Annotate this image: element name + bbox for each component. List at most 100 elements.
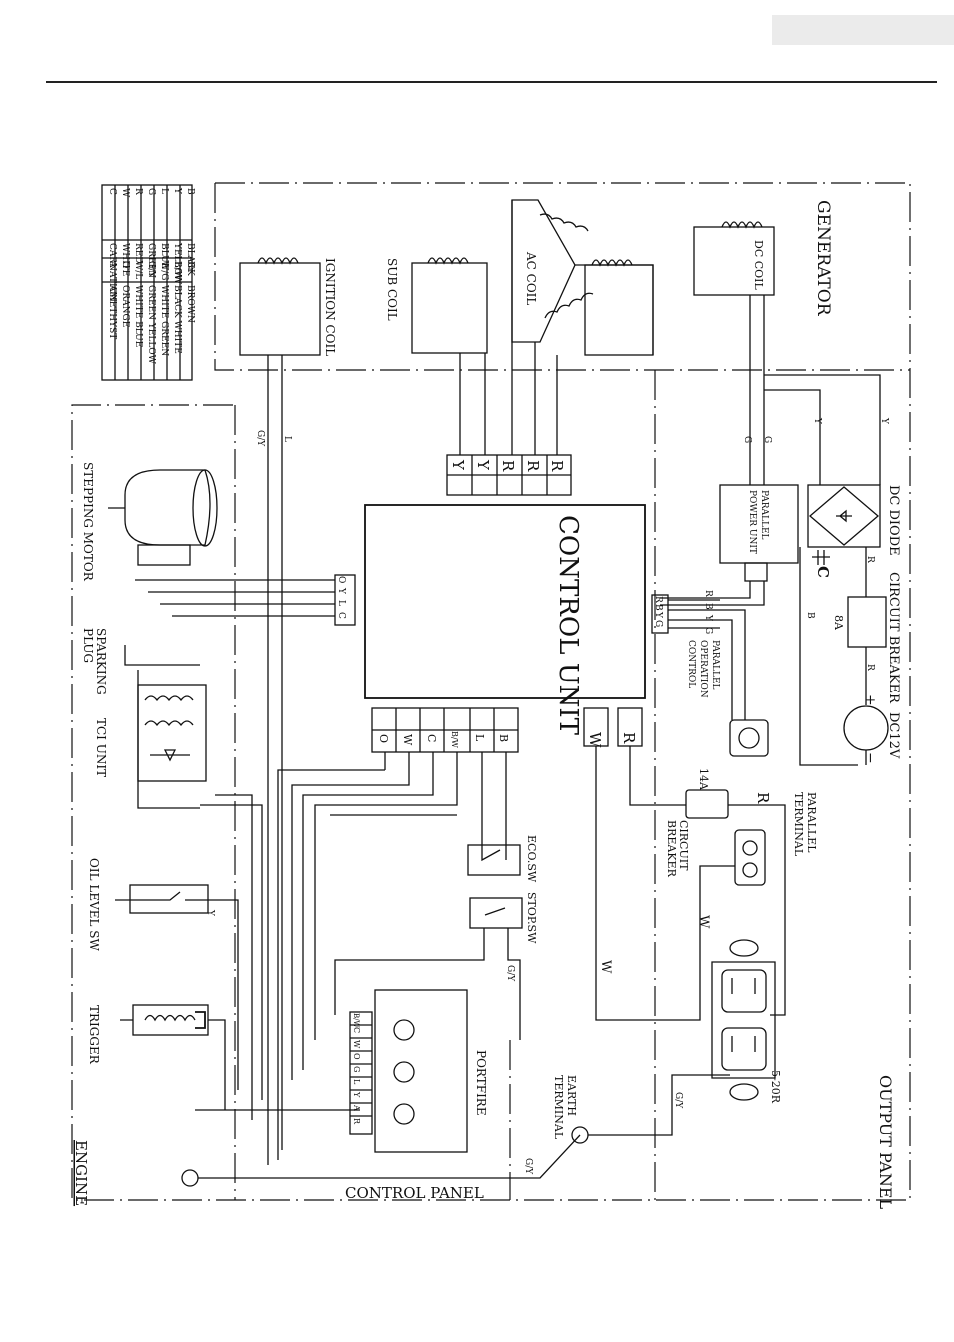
parallel-power-label-2: POWER UNIT bbox=[747, 490, 757, 554]
ac-coil-label: AC COIL bbox=[524, 251, 538, 305]
wire-y2: Y bbox=[879, 417, 889, 425]
color-code-cell-2-1: BLUE bbox=[159, 243, 169, 269]
color-code-cell-1-0: Y bbox=[172, 187, 182, 195]
generator-label: GENERATOR bbox=[813, 200, 833, 317]
color-code-cell-6-0: C bbox=[107, 188, 117, 195]
eco-switch bbox=[467, 830, 521, 876]
tci-unit-label: TCI UNIT bbox=[94, 718, 108, 777]
output-wiring bbox=[595, 746, 786, 1021]
stepper-conn-l: L bbox=[336, 600, 346, 606]
wire-l-ign: L bbox=[282, 436, 292, 442]
bottom-term-w: W bbox=[401, 734, 414, 746]
parallel-op-label-2: OPERATION bbox=[698, 640, 708, 698]
color-code-cell-1-3: BLACK WHITE bbox=[172, 285, 182, 354]
parallel-terminal-label-2: TERMINAL bbox=[792, 792, 805, 857]
bottom-term-o: O bbox=[377, 734, 390, 743]
cap-c-label: C bbox=[814, 566, 832, 578]
color-code-cell-6-1: CARNATION bbox=[107, 243, 117, 302]
top-term-r1: R bbox=[548, 460, 566, 472]
color-code-cell-0-0: B bbox=[185, 188, 195, 195]
eco-sw-label: ECO.SW bbox=[525, 835, 538, 883]
portfire-conn-w: W bbox=[352, 1040, 361, 1049]
parallel-power-label-1: PARALLEL bbox=[759, 490, 769, 540]
color-code-cell-2-0: L bbox=[159, 188, 169, 194]
portfire-conn-o: O bbox=[352, 1053, 361, 1060]
sub-coil bbox=[411, 257, 488, 440]
portfire-label: PORTFIRE bbox=[474, 1050, 488, 1116]
parallel-operation-connector bbox=[651, 594, 769, 757]
circuit-breaker-label-2: BREAKER bbox=[665, 820, 678, 878]
wire-w-out2: W bbox=[598, 960, 613, 974]
color-code-cell-5-1: WHITE bbox=[120, 243, 130, 276]
stepping-motor bbox=[108, 469, 218, 566]
output-panel-label: OUTPUT PANEL bbox=[876, 1075, 895, 1210]
oil-level-sw-label: OIL LEVEL SW bbox=[87, 858, 101, 952]
wire-gy-panel: G/Y bbox=[523, 1158, 533, 1175]
breaker-8a-label: 8A bbox=[832, 615, 845, 631]
color-code-cell-1-1: YELLOW bbox=[172, 242, 182, 285]
sub-coil-label: SUB COIL bbox=[385, 258, 399, 321]
color-code-cell-6-3: AMETHYST bbox=[107, 284, 117, 339]
ignition-coil bbox=[239, 257, 321, 1165]
dc-breaker-8a bbox=[843, 575, 889, 765]
color-code-cell-4-1: RED bbox=[133, 243, 143, 264]
color-code-cell-3-3: GREEN YELLOW bbox=[146, 285, 156, 365]
wire-gy-ign: G/Y bbox=[255, 430, 265, 447]
stepper-conn-o: O bbox=[336, 576, 346, 583]
wire-r-par: R bbox=[703, 590, 713, 597]
bottom-term-b: B bbox=[497, 734, 510, 742]
parallel-conn-r: R bbox=[653, 596, 663, 603]
top-term-y2: Y bbox=[449, 459, 467, 471]
stepper-conn-c: C bbox=[336, 612, 346, 619]
color-code-cell-6-2: A bbox=[107, 260, 117, 268]
parallel-terminal-label-1: PARALLEL bbox=[805, 792, 818, 853]
tci-unit bbox=[124, 645, 207, 782]
wire-y-par: Y bbox=[703, 614, 713, 622]
control-unit-box bbox=[364, 504, 646, 699]
dc-diode-label: DC DIODE bbox=[886, 485, 901, 556]
earth-terminal-label-1: EARTH bbox=[565, 1075, 578, 1116]
earth-terminal-label-2: TERMINAL bbox=[552, 1075, 565, 1140]
control-panel-label: CONTROL PANEL bbox=[345, 1184, 484, 1202]
stepping-motor-label: STEPPING MOTOR bbox=[81, 462, 95, 582]
stop-switch bbox=[334, 897, 523, 1040]
r-box-label: R bbox=[620, 732, 638, 744]
region-borders bbox=[71, 182, 911, 1201]
portfire-conn-a: A bbox=[352, 1104, 361, 1111]
wire-y1: Y bbox=[812, 417, 822, 425]
color-code-cell-0-1: BLACK bbox=[185, 243, 195, 276]
color-code-cell-4-2: W/L bbox=[133, 261, 143, 279]
wire-letters: G/Y L G G Y Y R B R + − R B Y G R W W G/… bbox=[205, 417, 889, 1175]
engine-label: ENGINE bbox=[72, 1140, 90, 1206]
stepper-conn-y: Y bbox=[336, 587, 346, 595]
dc-diode-bridge bbox=[799, 484, 881, 766]
terminal-block-bottom bbox=[371, 707, 643, 830]
terminal-block-top bbox=[446, 440, 572, 496]
sparking-plug-label-1: SPARKING bbox=[94, 628, 108, 695]
dc-coil-label: DC COIL bbox=[752, 240, 765, 291]
wire-w-out1: W bbox=[696, 915, 711, 929]
portfire bbox=[349, 989, 468, 1153]
wire-r-breaker: R bbox=[865, 664, 875, 671]
engine-wiring bbox=[137, 670, 458, 1160]
color-code-cell-4-0: R bbox=[133, 188, 143, 195]
receptacle-label: 5-20R bbox=[769, 1070, 782, 1104]
wire-r-diode: R bbox=[865, 556, 875, 563]
ignition-coil-label: IGNITION COIL bbox=[323, 258, 337, 356]
wire-gy-stop: G/Y bbox=[505, 965, 515, 982]
circuit-breaker-label-1: CIRCUIT bbox=[677, 820, 690, 871]
top-term-r2: R bbox=[524, 460, 542, 472]
portfire-conn-l: L bbox=[352, 1079, 361, 1085]
trigger bbox=[120, 1004, 209, 1036]
portfire-conn-y: Y bbox=[352, 1091, 361, 1098]
control-unit-label: CONTROL UNIT bbox=[553, 515, 583, 736]
color-code-table bbox=[101, 184, 193, 381]
bottom-term-c: C bbox=[425, 734, 438, 742]
wire-g1: G bbox=[742, 436, 752, 443]
color-code-cell-3-0: G bbox=[146, 188, 156, 195]
trigger-label: TRIGGER bbox=[87, 1005, 101, 1065]
color-code-cell-3-2: G/Y bbox=[146, 261, 156, 278]
dc12v-plus: + bbox=[862, 694, 878, 706]
color-code-cell-0-2: Br bbox=[185, 261, 195, 273]
